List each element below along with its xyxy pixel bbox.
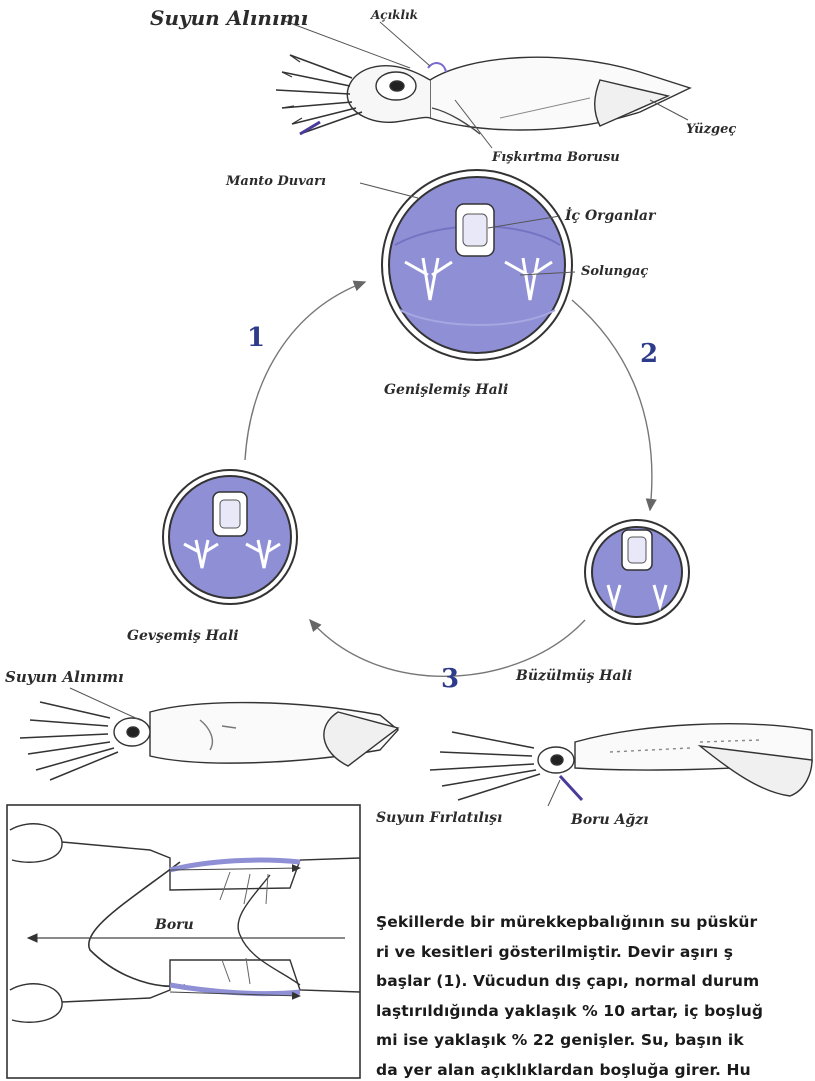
section-relaxed [163, 470, 297, 604]
label-gill: Solungaç [581, 264, 648, 279]
label-water-expulsion: Suyun Fırlatılışı [376, 810, 502, 826]
label-tube: Boru [155, 917, 194, 933]
paragraph-line: başlar (1). Vücudun dış çapı, normal dur… [376, 967, 815, 997]
step-number-2: 2 [640, 339, 658, 369]
label-fin: Yüzgeç [686, 122, 736, 137]
section-expanded [382, 170, 572, 360]
squid-expulsion-illustration [430, 724, 812, 800]
paragraph-line: mi ise yaklaşık % 22 genişler. Su, başın… [376, 1026, 815, 1056]
label-mantle-wall: Manto Duvarı [226, 174, 326, 189]
label-jet-tube: Fışkırtma Borusu [492, 150, 620, 165]
label-internal-organs: İç Organlar [565, 208, 655, 224]
section-contracted [585, 520, 689, 624]
label-tube-mouth: Boru Ağzı [571, 812, 649, 828]
paragraph-line: ri ve kesitleri gösterilmiştir. Devir aş… [376, 938, 815, 968]
paragraph-line: Şekillerde bir mürekkepbalığının su püsk… [376, 908, 815, 938]
label-contracted-state: Büzülmüş Hali [516, 668, 632, 684]
label-expanded-state: Genişlemiş Hali [384, 382, 508, 398]
paragraph-line: da yer alan açıklıklardan boşluğa girer.… [376, 1056, 815, 1081]
squid-top-illustration [276, 55, 690, 134]
step-number-3: 3 [441, 664, 459, 694]
label-water-intake-top: Suyun Alınımı [150, 6, 308, 30]
squid-intake-illustration [20, 702, 398, 780]
paragraph-line: laştırıldığında yaklaşık % 10 artar, iç … [376, 997, 815, 1027]
label-water-intake-bottom: Suyun Alınımı [5, 668, 124, 686]
label-relaxed-state: Gevşemiş Hali [127, 628, 239, 644]
boru-inset [7, 805, 360, 1078]
label-opening: Açıklık [371, 8, 418, 22]
step-number-1: 1 [247, 323, 265, 353]
description-paragraph: Şekillerde bir mürekkepbalığının su püsk… [376, 908, 815, 1081]
